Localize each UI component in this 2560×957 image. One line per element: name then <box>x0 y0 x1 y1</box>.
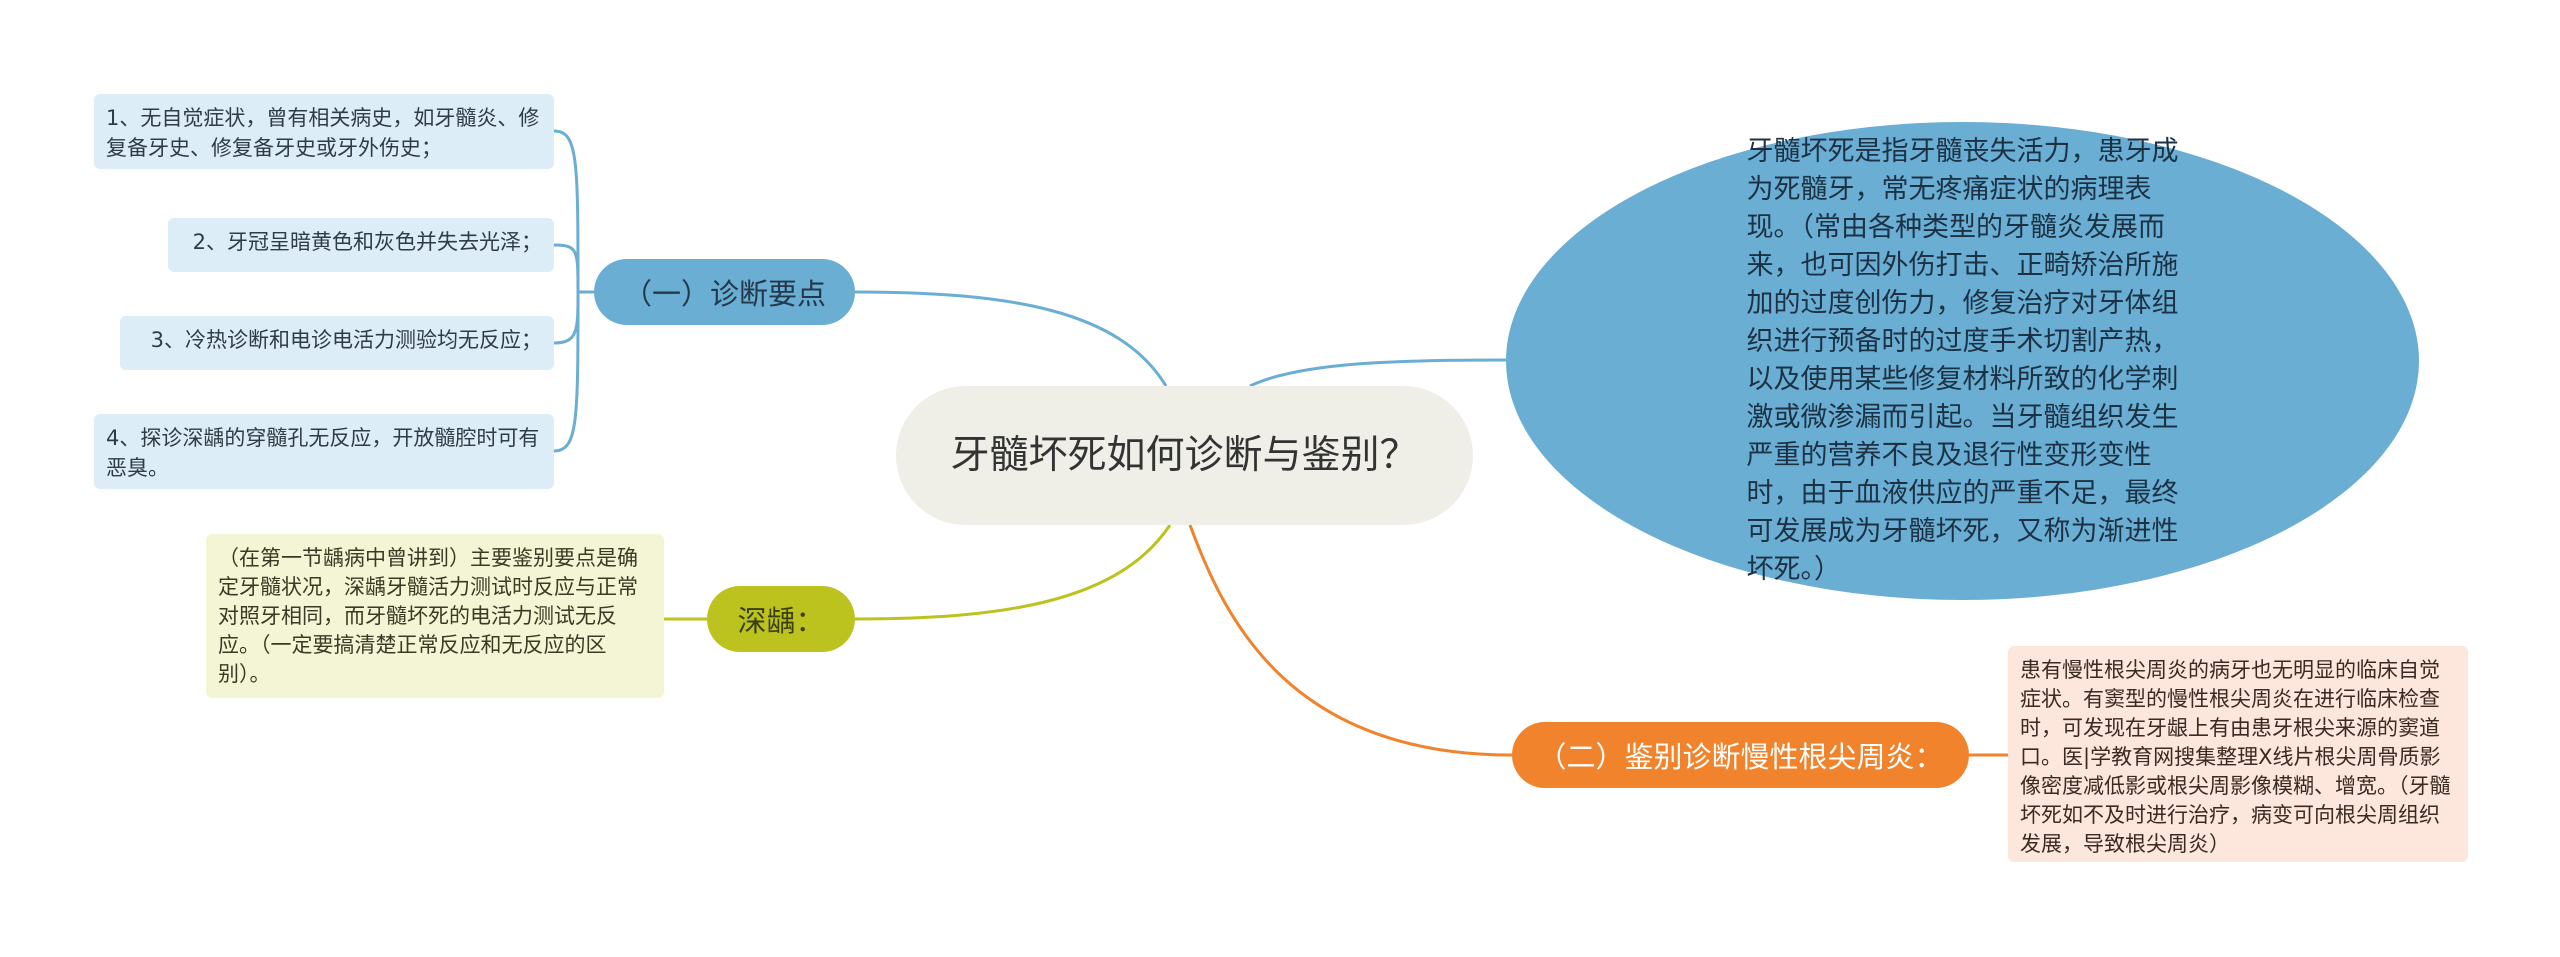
connector-center-diagnosis <box>854 290 1168 387</box>
definition-text: 牙髓坏死是指牙髓丧失活力，患牙成为死髓牙，常无疼痛症状的病理表现。（常由各种类型… <box>1746 136 2179 585</box>
periapical-note[interactable]: 患有慢性根尖周炎的病牙也无明显的临床自觉症状。有窦型的慢性根尖周炎在进行临床检查… <box>2008 646 2468 862</box>
branch-diagnosis-points[interactable]: （一）诊断要点 <box>594 259 855 325</box>
deep-caries-note[interactable]: （在第一节龋病中曾讲到）主要鉴别要点是确定牙髓状况，深龋牙髓活力测试时反应与正常… <box>206 534 664 698</box>
branch-diagnosis-label: （一）诊断要点 <box>622 277 826 311</box>
branch-periapical-label: （二）鉴别诊断慢性根尖周炎： <box>1537 740 1944 774</box>
branch-deep-caries[interactable]: 深龋： <box>707 586 855 652</box>
connector-center-deep <box>854 524 1172 621</box>
central-topic[interactable]: 牙髓坏死如何诊断与鉴别？ <box>896 386 1473 525</box>
periapical-note-text: 患有慢性根尖周炎的病牙也无明显的临床自觉症状。有窦型的慢性根尖周炎在进行临床检查… <box>2020 658 2451 856</box>
central-topic-label: 牙髓坏死如何诊断与鉴别？ <box>950 432 1419 478</box>
connector-leaf-4 <box>553 291 580 453</box>
branch-deep-caries-label: 深龋： <box>737 604 825 638</box>
definition-node[interactable]: 牙髓坏死是指牙髓丧失活力，患牙成为死髓牙，常无疼痛症状的病理表现。（常由各种类型… <box>1506 122 2419 600</box>
diagnosis-item-1-text: 1、无自觉症状，曾有相关病史，如牙髓炎、修复备牙史、修复备牙史或牙外伤史； <box>106 106 540 160</box>
diagnosis-item-4[interactable]: 4、探诊深龋的穿髓孔无反应，开放髓腔时可有恶臭。 <box>94 414 554 489</box>
connector-leaf-1 <box>553 129 580 293</box>
deep-caries-note-text: （在第一节龋病中曾讲到）主要鉴别要点是确定牙髓状况，深龋牙髓活力测试时反应与正常… <box>218 546 638 686</box>
diagnosis-item-2[interactable]: 2、牙冠呈暗黄色和灰色并失去光泽； <box>168 218 554 272</box>
diagnosis-item-3[interactable]: 3、冷热诊断和电诊电活力测验均无反应； <box>120 316 554 370</box>
connector-leaf-2 <box>553 243 580 293</box>
diagnosis-item-2-text: 2、牙冠呈暗黄色和灰色并失去光泽； <box>192 230 542 254</box>
diagnosis-item-3-text: 3、冷热诊断和电诊电活力测验均无反应； <box>150 328 542 352</box>
diagnosis-item-4-text: 4、探诊深龋的穿髓孔无反应，开放髓腔时可有恶臭。 <box>106 426 540 480</box>
connector-center-definition <box>1249 358 1507 388</box>
connector-center-periapical <box>1188 524 1513 757</box>
branch-periapical[interactable]: （二）鉴别诊断慢性根尖周炎： <box>1512 722 1969 788</box>
connector-leaf-3 <box>553 291 580 345</box>
diagnosis-item-1[interactable]: 1、无自觉症状，曾有相关病史，如牙髓炎、修复备牙史、修复备牙史或牙外伤史； <box>94 94 554 169</box>
